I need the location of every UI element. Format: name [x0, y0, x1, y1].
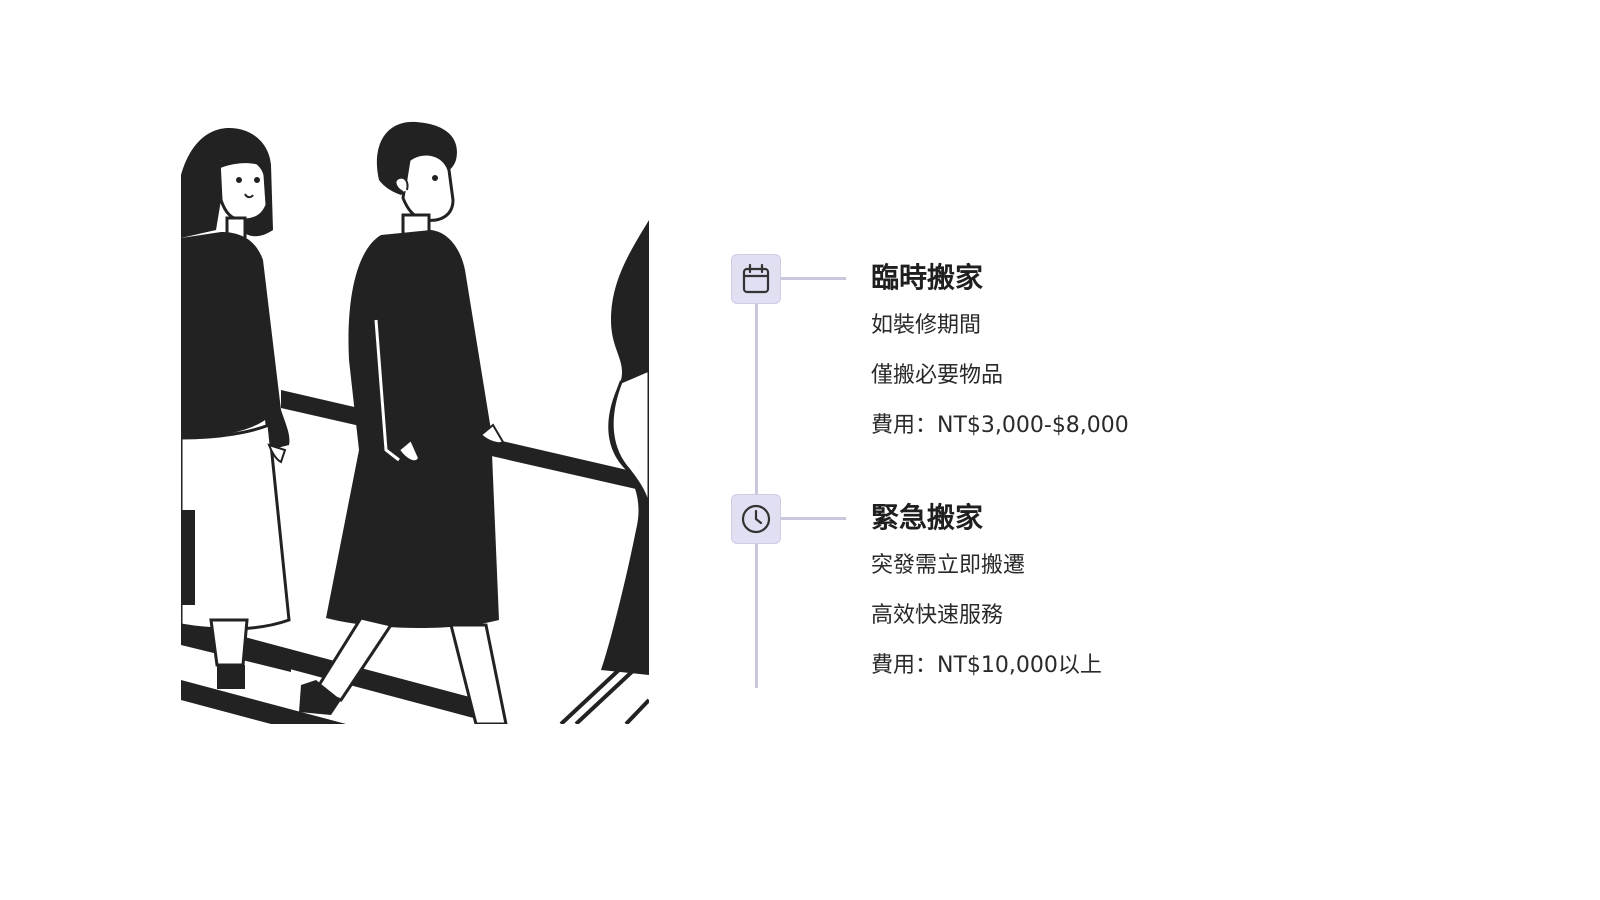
step-1-line-3: 費用：NT$3,000-$8,000: [871, 413, 1129, 438]
step-2-line-1: 突發需立即搬遷: [871, 553, 1026, 578]
calendar-icon: [742, 263, 770, 294]
step-2-line-2: 高效快速服務: [871, 603, 1004, 628]
step-1-icon-box: [731, 254, 781, 304]
step-2-line-3: 費用：NT$10,000以上: [871, 653, 1102, 678]
step-1-content: 臨時搬家 如裝修期間 僅搬必要物品 費用：NT$3,000-$8,000: [871, 260, 1371, 440]
escalator-people-image: [181, 121, 649, 724]
escalator-people-illustration: [181, 120, 649, 724]
step-2-title: 緊急搬家: [871, 501, 984, 534]
clock-icon: [741, 504, 771, 534]
step-2-content: 緊急搬家 突發需立即搬遷 高效快速服務 費用：NT$10,000以上: [871, 500, 1371, 680]
step-1-connector: [781, 277, 846, 280]
step-2-connector: [781, 517, 846, 520]
step-2-icon-box: [731, 494, 781, 544]
step-1-title: 臨時搬家: [871, 261, 984, 294]
step-1-line-2: 僅搬必要物品: [871, 363, 1004, 388]
step-1-line-1: 如裝修期間: [871, 313, 982, 338]
